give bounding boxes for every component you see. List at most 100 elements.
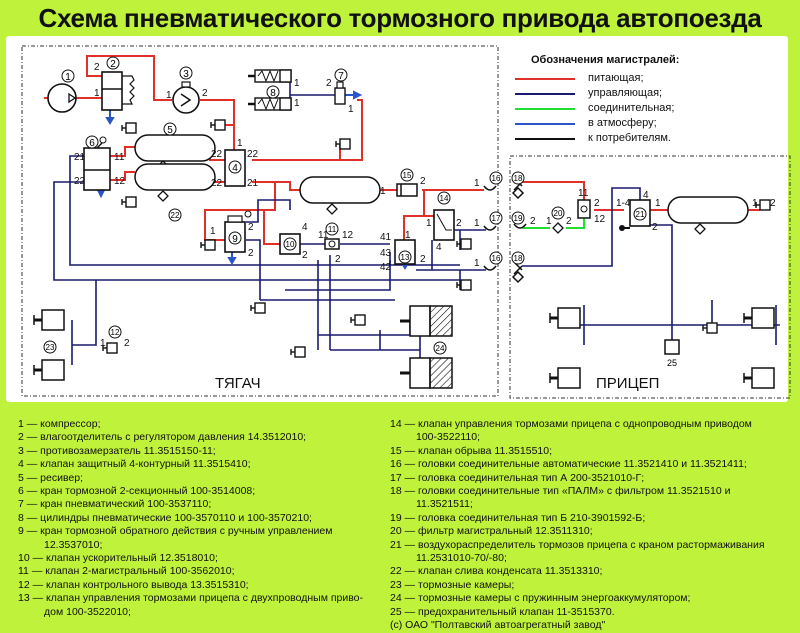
- svg-text:1: 1: [405, 230, 411, 241]
- note-item-cont: 12.3537010;: [44, 538, 103, 551]
- legend-item-consumers: к потребителям.: [515, 132, 715, 146]
- number-8: 8: [266, 85, 280, 99]
- svg-text:4: 4: [232, 163, 238, 174]
- number-10: 10: [283, 237, 297, 251]
- note-item: 2 — влагоотделитель с регулятором давлен…: [18, 431, 307, 444]
- svg-text:43: 43: [380, 248, 392, 259]
- svg-text:42: 42: [380, 262, 392, 273]
- svg-text:1: 1: [294, 98, 300, 109]
- note-item: 14 — клапан управления тормозами прицепа…: [390, 418, 752, 430]
- svg-text:5: 5: [167, 125, 173, 136]
- number-25: 25: [667, 358, 677, 368]
- svg-text:12: 12: [594, 214, 606, 225]
- number-1: 1: [61, 69, 75, 83]
- note-item: 8 — цилиндры пневматические 100-3570110 …: [18, 511, 312, 524]
- control-lines: [53, 80, 780, 372]
- svg-text:22: 22: [74, 176, 86, 187]
- spring-brake-chambers: [400, 305, 453, 389]
- couplings: [483, 177, 527, 284]
- svg-text:2: 2: [248, 248, 254, 259]
- svg-text:2: 2: [566, 216, 572, 227]
- svg-text:24: 24: [436, 344, 445, 353]
- trailer-label: ПРИЦЕП: [596, 375, 659, 392]
- copyright: (с) ОАО "Полтавский автоагрегатный завод…: [390, 619, 606, 632]
- brake-valve: [83, 136, 111, 191]
- trailer-two-line-valve: [577, 199, 591, 219]
- number-18a: 18: [511, 171, 525, 185]
- svg-text:18: 18: [514, 254, 523, 263]
- note-item-cont: дом 100-3522010;: [44, 605, 131, 618]
- note-item: 6 — кран тормозной 2-секционный 100-3514…: [18, 485, 256, 498]
- component-numbers: 1 2 3 4 5 6 7 8 9 10 11 12 13 14 15 16 1…: [43, 56, 677, 368]
- svg-text:41: 41: [380, 232, 392, 243]
- note-item: 22 — клапан слива конденсата 11.3513310;: [390, 565, 603, 578]
- legend-line-consumers: [515, 138, 575, 140]
- note-item: 24 — тормозные камеры с пружинным энерго…: [390, 592, 691, 605]
- svg-text:1: 1: [166, 90, 172, 101]
- number-13: 13: [398, 250, 412, 264]
- number-17: 17: [489, 211, 503, 225]
- svg-text:22: 22: [247, 149, 259, 160]
- svg-text:4: 4: [643, 190, 649, 201]
- note-item: 15 — клапан обрыва 11.3515510;: [390, 444, 553, 457]
- note-item: 13 — клапан управления тормозами прицепа…: [18, 592, 364, 605]
- note-item-cont: 11.3521511;: [416, 498, 473, 511]
- svg-text:2: 2: [94, 62, 100, 73]
- svg-text:1: 1: [210, 226, 216, 237]
- svg-text:1: 1: [474, 218, 480, 229]
- svg-text:3: 3: [183, 69, 189, 80]
- trailer-border: [509, 155, 791, 399]
- svg-text:17: 17: [492, 214, 501, 223]
- svg-text:2: 2: [652, 222, 658, 233]
- svg-text:1: 1: [426, 218, 432, 229]
- number-16b: 16: [489, 251, 503, 265]
- note-item: 21 — воздухораспределитель тормозов приц…: [390, 538, 765, 551]
- svg-text:2: 2: [248, 222, 254, 233]
- svg-text:21: 21: [74, 152, 86, 163]
- diagram-panel: [6, 36, 788, 402]
- svg-text:19: 19: [514, 214, 523, 223]
- svg-text:7: 7: [338, 71, 344, 82]
- number-6: 6: [85, 135, 99, 149]
- note-item: 10 — клапан ускорительный 12.3518010;: [18, 552, 218, 565]
- svg-text:16: 16: [492, 254, 501, 263]
- svg-text:21: 21: [636, 210, 645, 219]
- number-24: 24: [433, 341, 447, 355]
- svg-text:12: 12: [111, 328, 120, 337]
- number-9: 9: [228, 231, 242, 245]
- svg-text:1: 1: [294, 78, 300, 89]
- notes-left: 1 — компрессор; 2 — влагоотделитель с ре…: [18, 418, 398, 619]
- legend-item-control: управляющая;: [515, 87, 715, 101]
- svg-text:2: 2: [456, 218, 462, 229]
- note-item: 11 — клапан 2-магистральный 100-3562010;: [18, 565, 235, 578]
- single-line-valve: [433, 209, 455, 241]
- compressor: [47, 83, 77, 113]
- pneumatic-valve: [334, 81, 346, 105]
- svg-text:22: 22: [171, 211, 180, 220]
- svg-text:2: 2: [302, 250, 308, 261]
- note-item-cont: 11.2531010-70/-80;: [416, 552, 507, 565]
- svg-text:1: 1: [380, 186, 386, 197]
- trailer-receiver: [667, 196, 749, 235]
- legend-item-supply: питающая;: [515, 72, 715, 86]
- legend-item-connecting: соединительная;: [515, 102, 715, 116]
- number-2: 2: [106, 56, 120, 70]
- svg-text:23: 23: [46, 343, 55, 352]
- moisture-separator: [101, 71, 135, 111]
- svg-text:13: 13: [401, 253, 410, 262]
- svg-text:1: 1: [474, 258, 480, 269]
- brake-diagram: 1 2 3 4 5 6 7 8 9 10 11 12 13 14 15 16 1…: [21, 45, 791, 399]
- break-valve: [396, 183, 418, 197]
- port-labels: 2 1 1 2 21 22 11 12 22 22 22 21 1 1 1 2 …: [74, 62, 776, 349]
- receiver-3: [299, 176, 381, 215]
- legend-title: Обозначения магистралей:: [531, 54, 680, 66]
- number-19: 19: [511, 211, 525, 225]
- svg-text:2: 2: [202, 88, 208, 99]
- number-15: 15: [400, 168, 414, 182]
- note-item: 16 — головки соединительные автоматическ…: [390, 458, 747, 471]
- main-filter: [552, 222, 564, 234]
- number-16a: 16: [489, 171, 503, 185]
- receiver-2: [134, 163, 216, 202]
- svg-text:11: 11: [328, 225, 337, 234]
- note-item: 20 — фильтр магистральный 12.3511310;: [390, 525, 593, 538]
